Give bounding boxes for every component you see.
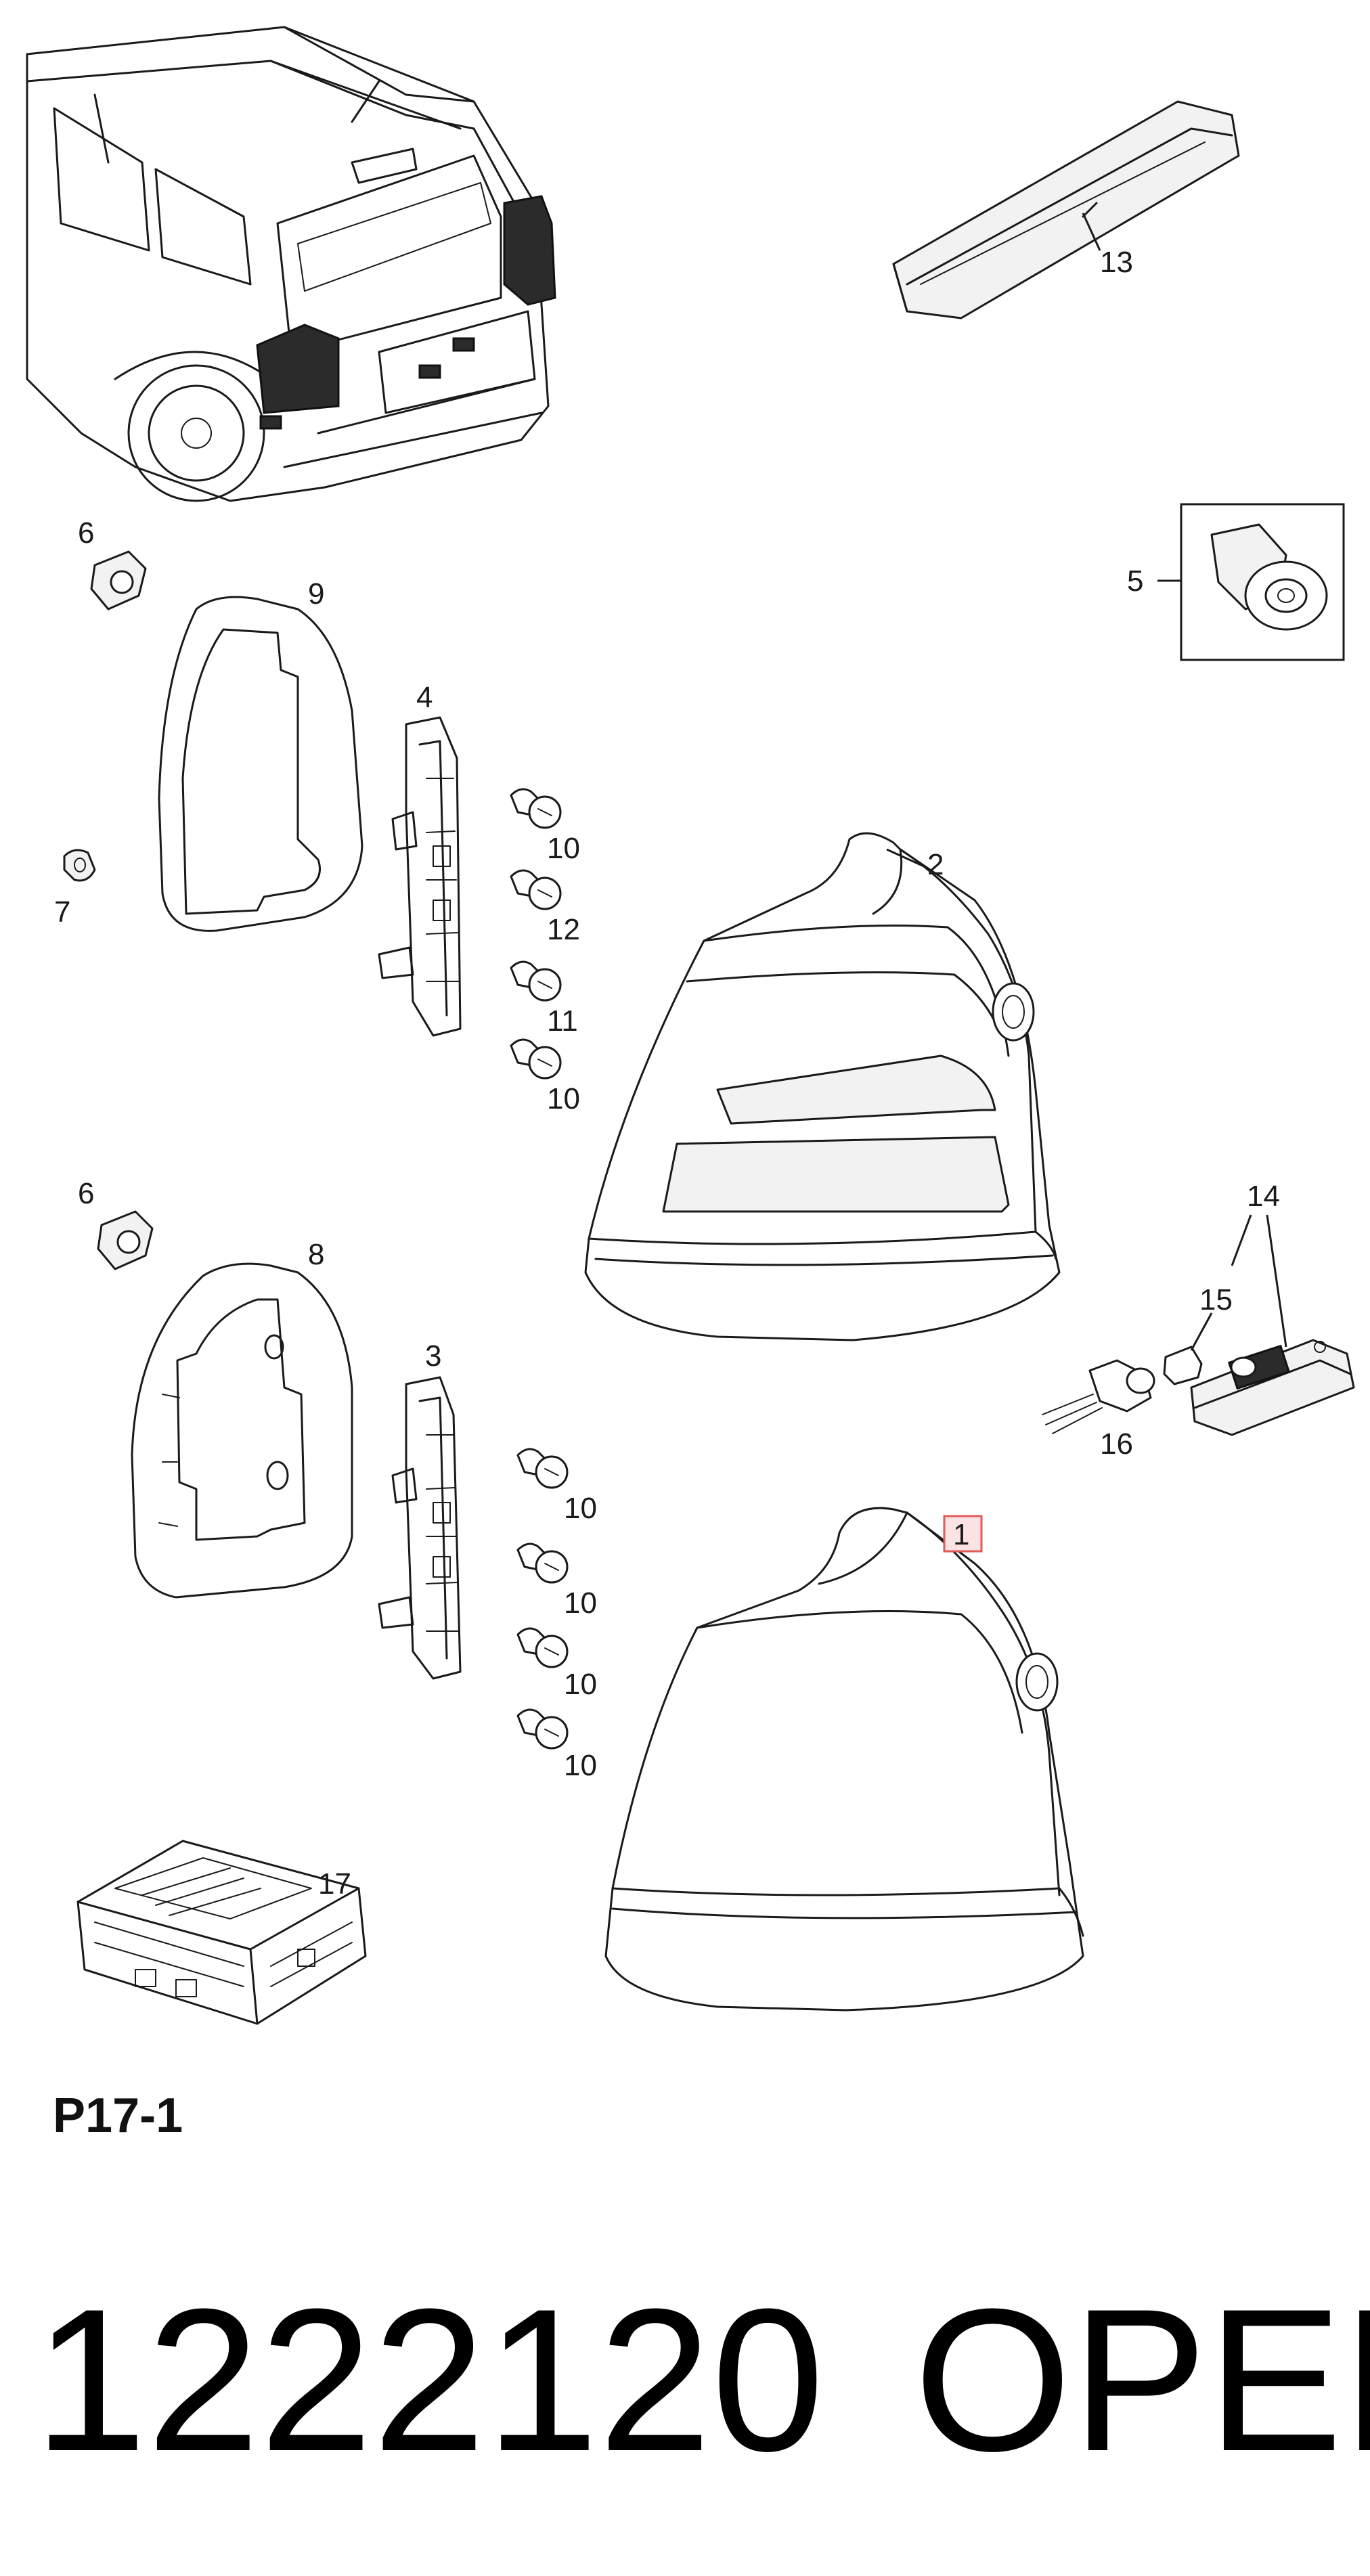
callout-16: 16 [1100, 1427, 1133, 1461]
callout-5: 5 [1127, 564, 1143, 598]
tail-lamp-2 [584, 832, 1061, 1341]
callout-10-upper-2: 10 [547, 1082, 580, 1115]
leader-14a [1231, 1214, 1252, 1266]
callout-10-lower-4: 10 [564, 1749, 597, 1782]
bulb-lower-3 [516, 1627, 569, 1668]
bulb-upper-2 [510, 869, 562, 910]
nut-lower [97, 1210, 154, 1270]
vehicle-rear-view [26, 26, 556, 502]
high-mount-stop-lamp [892, 100, 1240, 319]
clip-inset-box [1180, 503, 1345, 661]
callout-8: 8 [308, 1238, 324, 1271]
callout-11: 11 [547, 1004, 578, 1038]
bulb-lower-1 [516, 1448, 569, 1489]
licence-plate-lamp [1190, 1339, 1355, 1436]
callout-15: 15 [1199, 1283, 1233, 1316]
grommet [63, 849, 96, 882]
part-number: 1222120 [34, 2266, 824, 2493]
leader-14b [1266, 1214, 1287, 1348]
callout-9: 9 [308, 577, 324, 610]
leader-13 [1082, 213, 1101, 251]
gasket-upper [158, 596, 363, 932]
bulb-lower-4 [516, 1708, 569, 1750]
callout-4: 4 [416, 681, 433, 714]
diagram-caption: P17-1 [53, 2089, 183, 2143]
callout-3: 3 [425, 1339, 441, 1373]
gasket-lower [131, 1262, 353, 1599]
bulb-upper-4 [510, 1038, 562, 1080]
tail-lamp-1 [604, 1507, 1084, 2012]
callout-17: 17 [318, 1867, 351, 1901]
callout-6-lower: 6 [78, 1177, 94, 1210]
bulb-socket [1042, 1359, 1155, 1434]
callout-7: 7 [54, 895, 70, 929]
brand-name: OPEL [914, 2266, 1370, 2493]
bulb-holder-lower [378, 1376, 462, 1680]
bulb-upper-1 [510, 788, 562, 829]
callout-10-lower-1: 10 [564, 1492, 597, 1525]
bulb-holder-upper [378, 716, 462, 1037]
leader-2 [886, 848, 925, 868]
bulb-lower-2 [516, 1542, 569, 1584]
callout-10-lower-2: 10 [564, 1586, 597, 1620]
callout-10-upper-1: 10 [547, 832, 580, 865]
callout-12: 12 [547, 913, 580, 946]
bulb-upper-3 [510, 960, 562, 1002]
control-module [76, 1840, 367, 2025]
nut-upper [90, 550, 147, 610]
callout-13: 13 [1100, 246, 1133, 279]
callout-14: 14 [1247, 1180, 1280, 1213]
leader-15 [1190, 1312, 1213, 1351]
callout-6-upper: 6 [78, 516, 94, 550]
callout-1: 1 [953, 1518, 969, 1551]
callout-2: 2 [927, 848, 944, 881]
callout-10-lower-3: 10 [564, 1668, 597, 1701]
wedge-bulb [1163, 1346, 1203, 1385]
callout-1-highlight-box[interactable] [943, 1515, 983, 1553]
